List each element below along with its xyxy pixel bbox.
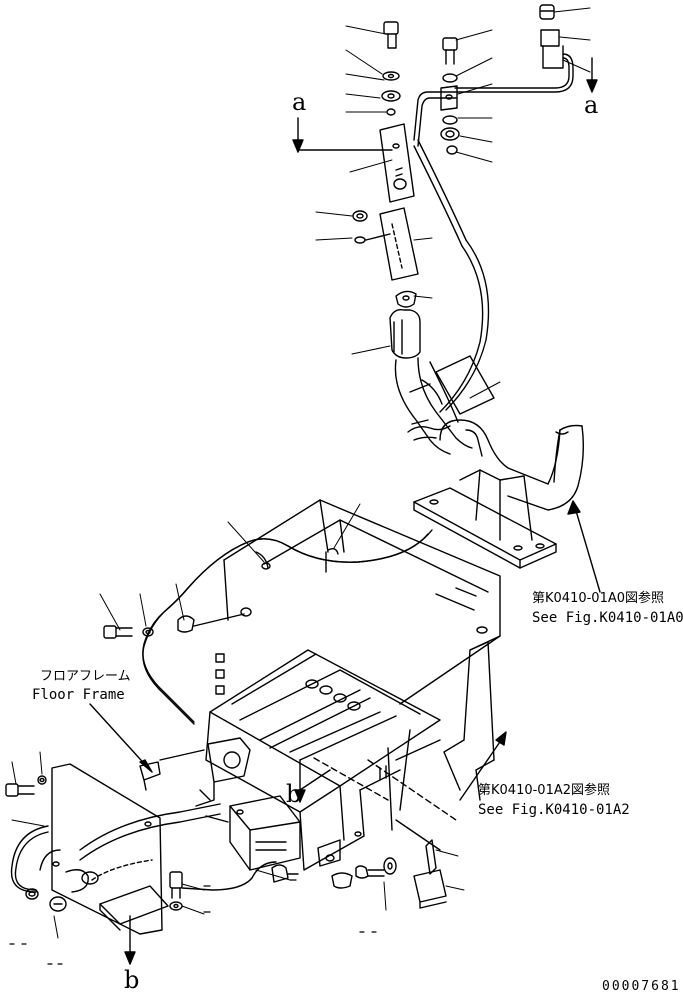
view-b-label-mid: b (286, 780, 302, 808)
view-a-label-right: a (584, 91, 599, 119)
floor-frame-label-en: Floor Frame (32, 687, 125, 703)
view-a-arrow-left (292, 117, 393, 153)
cable-loop-left (10, 825, 67, 912)
view-a-label-left: a (292, 88, 307, 116)
leaders-upper-right (553, 7, 591, 73)
view-b-arrow-mid (294, 759, 306, 803)
top-right-bolt-group (454, 4, 574, 93)
ref-arrow-handrail (567, 500, 601, 593)
switch-assembly (159, 737, 251, 807)
leaders-mid (99, 503, 361, 631)
ref-arrow-frame (459, 731, 507, 801)
handrail-elbow (439, 419, 585, 511)
warning-tag (407, 355, 495, 441)
cable-upper (413, 91, 490, 413)
bolt-stack-right (440, 37, 460, 155)
cable-clip (395, 290, 417, 308)
bolt-left-mid (103, 625, 154, 639)
view-b-arrow-bottom (124, 915, 136, 965)
leaders-lower-left (11, 751, 59, 939)
floor-frame-label-jp: フロアフレーム (40, 669, 131, 684)
controller-box (181, 795, 301, 891)
floor-panel (51, 763, 221, 935)
handrail-base-plate (413, 469, 557, 569)
floor-frame-leader (89, 703, 153, 773)
mounting-bracket (352, 123, 419, 281)
callout-tips (9, 879, 377, 965)
reference-handrail-jp: 第K0410-01A0図参照 (532, 591, 665, 606)
view-b-label-bottom: b (124, 966, 140, 994)
bolt-bottom-middle (169, 871, 183, 911)
reference-frame-jp: 第K0410-01A2図参照 (478, 783, 611, 798)
callout-leaders-top (315, 25, 501, 399)
leaders-lower-right (383, 849, 465, 911)
bolt-lower-left (5, 775, 47, 797)
reference-frame-en: See Fig.K0410-01A2 (478, 802, 630, 818)
bolt-lower-right (355, 839, 447, 909)
cable-frame (142, 529, 433, 725)
handrail-pipe (389, 308, 473, 455)
view-a-arrow-right (586, 57, 598, 93)
reference-handrail-en: See Fig.K0410-01A0 (532, 610, 683, 626)
bolt-stack-center (381, 21, 401, 116)
drawing-number: 00007681 (602, 979, 681, 994)
main-frame (205, 499, 501, 871)
small-bracket (139, 761, 161, 791)
pin-clip-front (271, 839, 353, 889)
